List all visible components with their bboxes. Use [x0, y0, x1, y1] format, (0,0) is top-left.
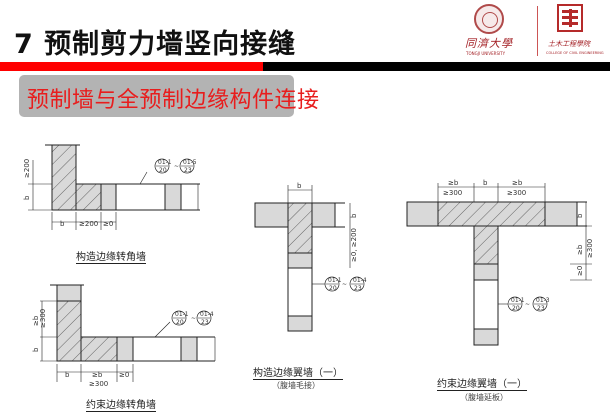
slide-title: 7 预制剪力墙竖向接缝 [14, 29, 297, 60]
svg-text:b: b [65, 371, 70, 379]
svg-text:23: 23 [354, 285, 362, 292]
svg-text:01-1: 01-1 [158, 159, 172, 166]
svg-text:b: b [576, 213, 584, 218]
caption-construct-flange: 构造边缘翼墙（一） [253, 368, 343, 379]
svg-text:≥300: ≥300 [586, 239, 594, 258]
svg-text:≥200: ≥200 [23, 159, 31, 178]
caption-constraint-flange: 约束边缘翼墙（一） [437, 379, 527, 390]
svg-text:b: b [60, 220, 65, 228]
svg-text:23: 23 [201, 319, 209, 326]
svg-text:b: b [32, 347, 40, 352]
svg-text:20: 20 [329, 285, 337, 292]
svg-text:≥0: ≥0 [119, 371, 129, 379]
svg-text:≥0: ≥0 [103, 220, 113, 228]
college-emblem-icon [557, 4, 583, 32]
svg-text:≥300: ≥300 [443, 189, 462, 197]
diagram-construct-flange [254, 185, 365, 332]
svg-text:01-3: 01-3 [536, 297, 550, 304]
svg-text:~: ~ [174, 163, 179, 170]
svg-text:b: b [350, 213, 358, 218]
svg-text:~: ~ [342, 281, 347, 288]
svg-text:20: 20 [176, 319, 184, 326]
title-bar-red [0, 62, 263, 71]
college-name: 土木工程學院 [548, 40, 590, 48]
svg-text:≥b: ≥b [576, 244, 584, 255]
university-english-name: TONGJI UNIVERSITY [466, 51, 506, 56]
diagram-construct-corner [28, 144, 200, 230]
logo-divider [537, 6, 538, 56]
college-english-name: COLLEGE OF CIVIL ENGINEERING [546, 51, 604, 55]
svg-text:≥0: ≥0 [576, 266, 584, 276]
svg-text:~: ~ [525, 301, 530, 308]
logo-area: 同濟大學 TONGJI UNIVERSITY 土木工程學院 COLLEGE OF… [460, 4, 610, 56]
svg-text:23: 23 [184, 167, 192, 174]
svg-text:23: 23 [537, 305, 545, 312]
diagram-constraint-flange [406, 183, 592, 346]
svg-text:20: 20 [512, 305, 520, 312]
subtitle-box: 预制墙与全预制边缘构件连接 [19, 75, 319, 117]
caption-construct-corner: 构造边缘转角墙 [76, 252, 146, 263]
svg-text:~: ~ [191, 315, 196, 322]
svg-text:≥b: ≥b [32, 315, 40, 326]
university-name: 同濟大學 [465, 37, 513, 50]
svg-text:01-1: 01-1 [511, 297, 525, 304]
svg-text:≥0, ≥200: ≥0, ≥200 [350, 228, 358, 262]
svg-text:20: 20 [159, 167, 167, 174]
caption-constraint-corner: 约束边缘转角墙 [86, 400, 156, 411]
subcaption-constraint-flange: （腹墙延板） [460, 393, 508, 402]
svg-text:01-1: 01-1 [328, 277, 342, 284]
svg-text:01-5: 01-5 [183, 159, 197, 166]
svg-text:≥300: ≥300 [89, 380, 108, 388]
svg-text:≥200: ≥200 [79, 220, 98, 228]
subtitle-text: 预制墙与全预制边缘构件连接 [27, 88, 320, 113]
svg-text:≥b: ≥b [512, 179, 523, 187]
svg-text:≥b: ≥b [92, 371, 103, 379]
svg-text:01-4: 01-4 [353, 277, 367, 284]
svg-text:b: b [297, 182, 302, 190]
svg-text:b: b [483, 179, 488, 187]
svg-text:≥300: ≥300 [507, 189, 526, 197]
svg-text:≥b: ≥b [448, 179, 459, 187]
title-bar-black [263, 62, 610, 71]
subcaption-construct-flange: （腹墙毛接） [272, 381, 320, 390]
diagram-constraint-corner [40, 284, 216, 382]
university-seal-icon [474, 4, 504, 34]
svg-text:b: b [23, 195, 31, 200]
svg-text:01-4: 01-4 [200, 311, 214, 318]
svg-text:01-1: 01-1 [175, 311, 189, 318]
svg-text:≥300: ≥300 [39, 309, 47, 328]
